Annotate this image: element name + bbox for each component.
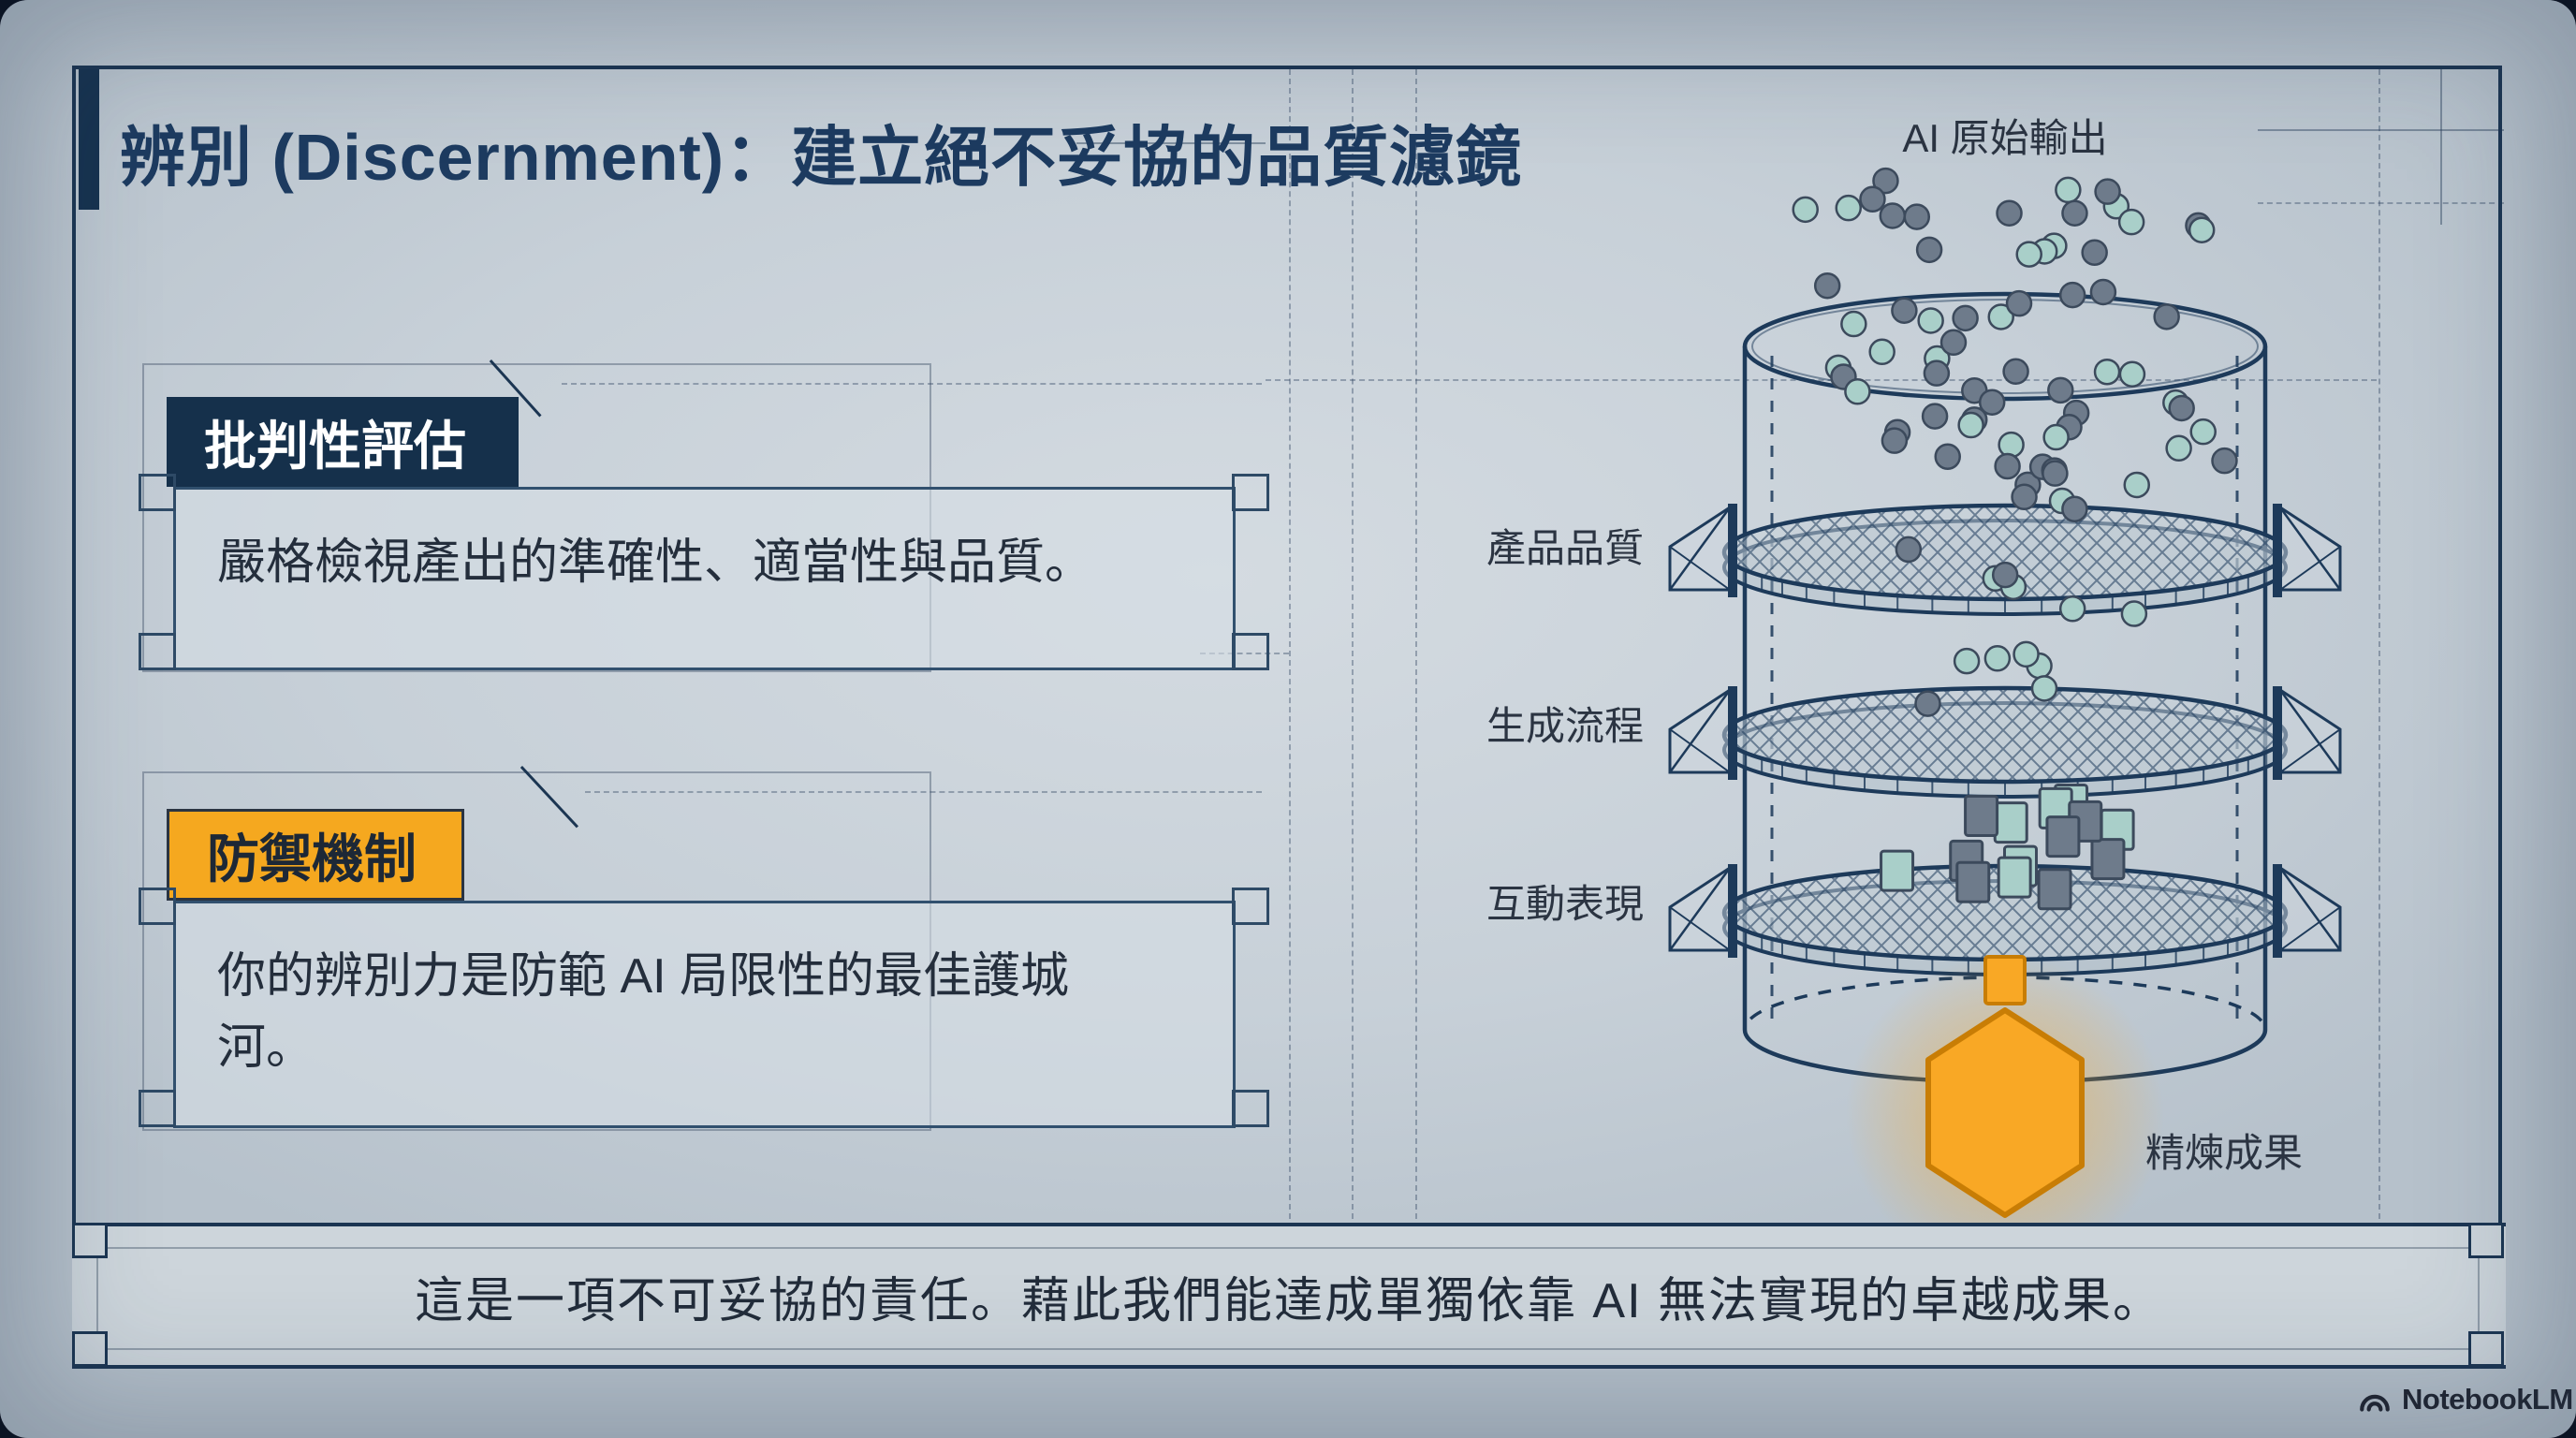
card2-body-text: 你的辨別力是防範 AI 局限性的最佳護城 河。 — [217, 949, 1070, 1075]
notebooklm-branding: NotebookLM — [2357, 1382, 2573, 1417]
card1-corner-mark — [139, 633, 176, 670]
mesh-filter-layer — [1668, 685, 2342, 799]
notebooklm-icon — [2360, 1394, 2390, 1412]
card2-corner-mark — [1232, 888, 1269, 925]
card1-header-label: 批判性評估 — [204, 416, 466, 476]
refined-result — [1846, 955, 2164, 1236]
particles — [1792, 167, 2238, 911]
footer-text: 這是一項不可妥協的責任。藉此我們能達成單獨依靠 AI 無法實現的卓越成果。 — [414, 1273, 2164, 1328]
card1-body: 嚴格檢視產出的準確性、適當性與品質。 — [173, 487, 1236, 670]
filter-funnel-diagram — [1668, 167, 2342, 1236]
page-title: 辨別 (Discernment)：建立絕不妥協的品質濾鏡 — [120, 121, 1523, 194]
title-accent-bar — [79, 69, 99, 210]
card1-corner-mark — [1232, 474, 1269, 511]
filter-label-generation-process: 生成流程 — [1486, 704, 1644, 748]
card1-corner-mark — [1232, 633, 1269, 670]
result-square — [1983, 955, 2027, 1005]
diagram-result-label: 精煉成果 — [2145, 1131, 2304, 1175]
card2-corner-mark — [139, 888, 176, 925]
diagram-top-label: AI 原始輸出 — [1902, 116, 2108, 160]
card2-header-label: 防禦機制 — [207, 829, 417, 888]
result-hexagon — [1925, 1007, 2085, 1218]
band-corner-square — [72, 1331, 108, 1367]
card2-corner-mark — [1232, 1090, 1269, 1127]
mesh-filter-layer — [1668, 863, 2342, 976]
card2-corner-mark — [139, 1090, 176, 1127]
card2-header: 防禦機制 — [167, 809, 464, 901]
filter-label-interaction-performance: 互動表現 — [1486, 882, 1644, 926]
card1-body-text: 嚴格檢視產出的準確性、適當性與品質。 — [217, 536, 1094, 590]
footer-band: 這是一項不可妥協的責任。藉此我們能達成單獨依靠 AI 無法實現的卓越成果。 — [72, 1223, 2506, 1369]
card1-corner-mark — [139, 474, 176, 511]
card2-body: 你的辨別力是防範 AI 局限性的最佳護城 河。 — [173, 901, 1236, 1128]
band-corner-square — [72, 1223, 108, 1258]
band-corner-square — [2468, 1331, 2504, 1367]
band-corner-square — [2468, 1223, 2504, 1258]
notebooklm-label: NotebookLM — [2402, 1383, 2573, 1416]
mesh-filter-layer — [1668, 503, 2342, 616]
card1-header: 批判性評估 — [167, 397, 519, 487]
filter-label-product-quality: 產品品質 — [1486, 526, 1644, 570]
